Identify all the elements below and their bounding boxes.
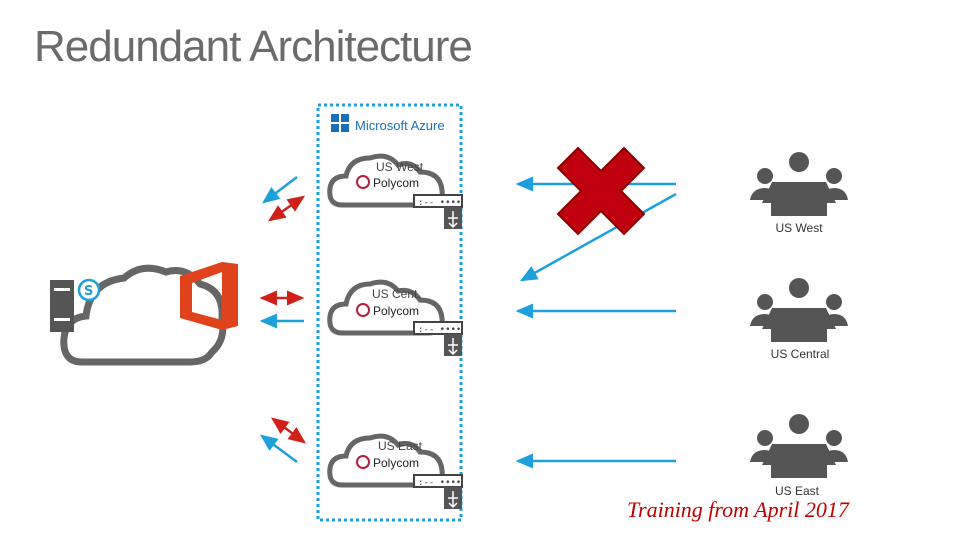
microsoft-azure-logo: Microsoft Azure xyxy=(331,114,445,133)
room-label: US West xyxy=(775,221,823,235)
region-cloud-us-east: US East Polycom xyxy=(327,433,445,488)
arrow-red xyxy=(270,417,307,444)
arrow-red xyxy=(267,195,306,222)
svg-text::-- ••••: :-- •••• xyxy=(418,325,461,335)
room-label: US Central xyxy=(771,347,830,361)
polycom-label: Polycom xyxy=(373,456,419,470)
failure-x-icon xyxy=(556,146,646,236)
load-balancer-icon: :-- •••• xyxy=(413,321,463,356)
polycom-label: Polycom xyxy=(373,176,419,190)
svg-text:S: S xyxy=(84,284,93,299)
azure-label: Microsoft Azure xyxy=(355,118,445,133)
arrow-blue xyxy=(519,192,677,282)
svg-text::-- ••••: :-- •••• xyxy=(418,478,461,488)
region-name: US West xyxy=(376,160,424,174)
meeting-room-icon xyxy=(750,278,848,342)
meeting-room-icon xyxy=(750,152,848,216)
polycom-label: Polycom xyxy=(373,304,419,318)
arrow-blue xyxy=(259,434,298,464)
page-title: Redundant Architecture xyxy=(34,22,473,71)
training-note: Training from April 2017 xyxy=(627,497,849,522)
region-cloud-us-west: US West Polycom xyxy=(327,153,445,208)
skype-icon xyxy=(77,278,101,302)
load-balancer-icon: :-- •••• xyxy=(413,194,463,229)
region-name: US East xyxy=(378,439,423,453)
server-icon xyxy=(50,280,74,332)
room-label: US East xyxy=(775,484,820,498)
meeting-room-icon xyxy=(750,414,848,478)
azure-container xyxy=(316,103,463,522)
svg-text::-- ••••: :-- •••• xyxy=(418,198,461,208)
office-icon xyxy=(180,262,238,330)
arrow-blue xyxy=(262,176,298,204)
office365-skype-cloud: S xyxy=(50,262,238,366)
region-name: US Cent. xyxy=(372,287,421,301)
load-balancer-icon: :-- •••• xyxy=(413,474,463,509)
region-cloud-us-central: US Cent. Polycom xyxy=(327,279,445,336)
